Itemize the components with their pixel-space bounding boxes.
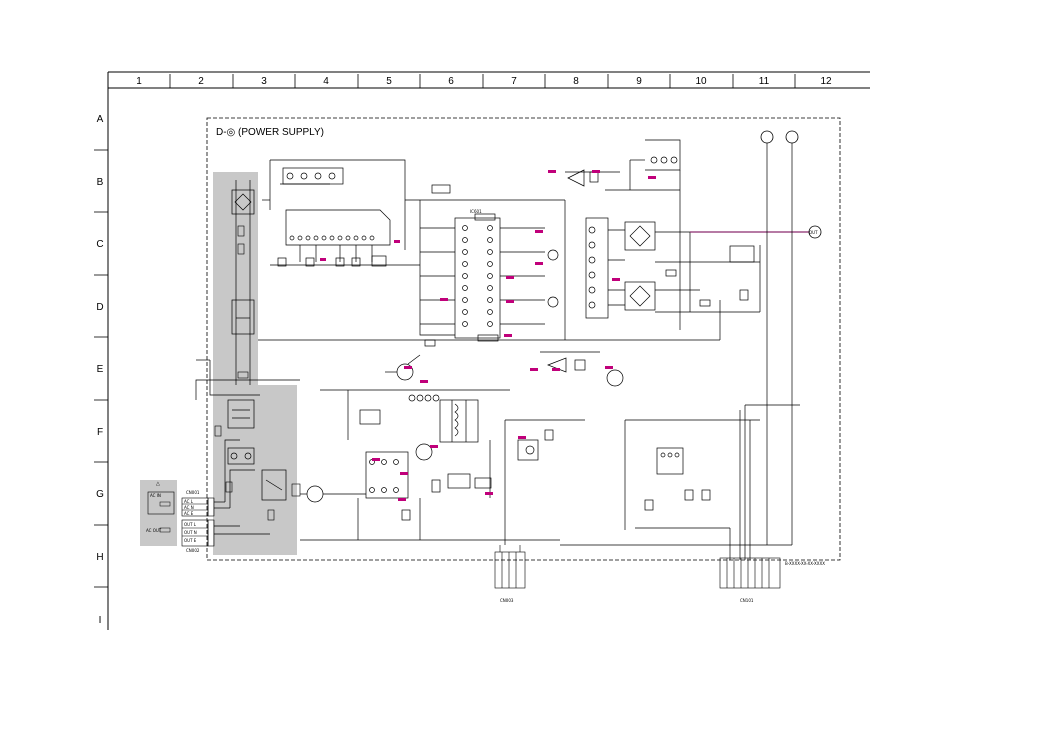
lower-mid-block	[300, 351, 624, 545]
ic601-block	[405, 184, 566, 347]
connector-cn001	[181, 497, 215, 517]
connector-cn002	[181, 519, 215, 547]
cn003-label: CN003	[500, 598, 514, 603]
top-terminals	[760, 130, 799, 144]
board-title: D-◎ (POWER SUPPLY)	[216, 127, 324, 138]
ic601-label: IC601	[470, 209, 482, 214]
primary-shaded-area	[140, 172, 297, 555]
footer-ref: B-XXXX-XX-XX-XXXX	[785, 561, 825, 566]
row-label: E	[97, 364, 104, 375]
row-labels: A B C D E F G H I	[96, 114, 104, 626]
ac-in-label: AC IN	[150, 493, 161, 498]
column-labels: 1 2 3 4 5 6 7 8 9 10 11 12	[136, 76, 832, 87]
svg-text:△: △	[156, 481, 160, 487]
cn002-pin: OUT L	[184, 522, 197, 527]
col-label: 8	[573, 76, 579, 87]
cn002-pin: OUT N	[184, 530, 197, 535]
cn001-pin: AC N	[184, 505, 194, 510]
primary-wiring	[195, 180, 720, 535]
lower-right-block	[624, 300, 800, 560]
row-label: G	[96, 489, 104, 500]
out-terminal	[808, 225, 822, 239]
row-label: B	[97, 177, 104, 188]
row-label: H	[96, 552, 103, 563]
out-terminal-label: OUT	[809, 230, 818, 235]
row-label: D	[96, 302, 103, 313]
ac-input-block: △ AC IN AC OUT	[146, 481, 175, 533]
row-label: C	[96, 239, 103, 250]
col-label: 1	[136, 76, 142, 87]
row-label: I	[99, 615, 102, 626]
board-outline	[206, 117, 841, 561]
column-ticks	[169, 74, 796, 88]
cn002-label: CN002	[186, 548, 200, 553]
col-label: 3	[261, 76, 267, 87]
ac-out-label: AC OUT	[146, 528, 162, 533]
col-label: 5	[386, 76, 392, 87]
voltage-annotations	[320, 170, 656, 501]
row-label: A	[97, 114, 104, 125]
cn001-pin: AC L	[184, 499, 194, 504]
cn001-pin: AC E	[184, 511, 194, 516]
primary-components	[214, 225, 301, 521]
row-ticks	[94, 149, 108, 588]
cn002-pin: OUT E	[184, 538, 197, 543]
col-label: 6	[448, 76, 454, 87]
col-label: 12	[820, 76, 832, 87]
switch-block	[262, 159, 420, 267]
cn101-label: CN101	[740, 598, 754, 603]
secondary-block	[565, 139, 761, 330]
col-label: 4	[323, 76, 329, 87]
col-label: 9	[636, 76, 642, 87]
col-label: 7	[511, 76, 517, 87]
connector-cn003	[494, 545, 526, 589]
col-label: 11	[759, 76, 770, 87]
col-label: 2	[198, 76, 204, 87]
grid-frame	[107, 71, 870, 630]
top-terminal-wires	[560, 143, 793, 546]
connector-cn101	[719, 557, 781, 589]
col-label: 10	[695, 76, 707, 87]
cn001-label: CN001	[186, 490, 200, 495]
row-label: F	[97, 427, 103, 438]
